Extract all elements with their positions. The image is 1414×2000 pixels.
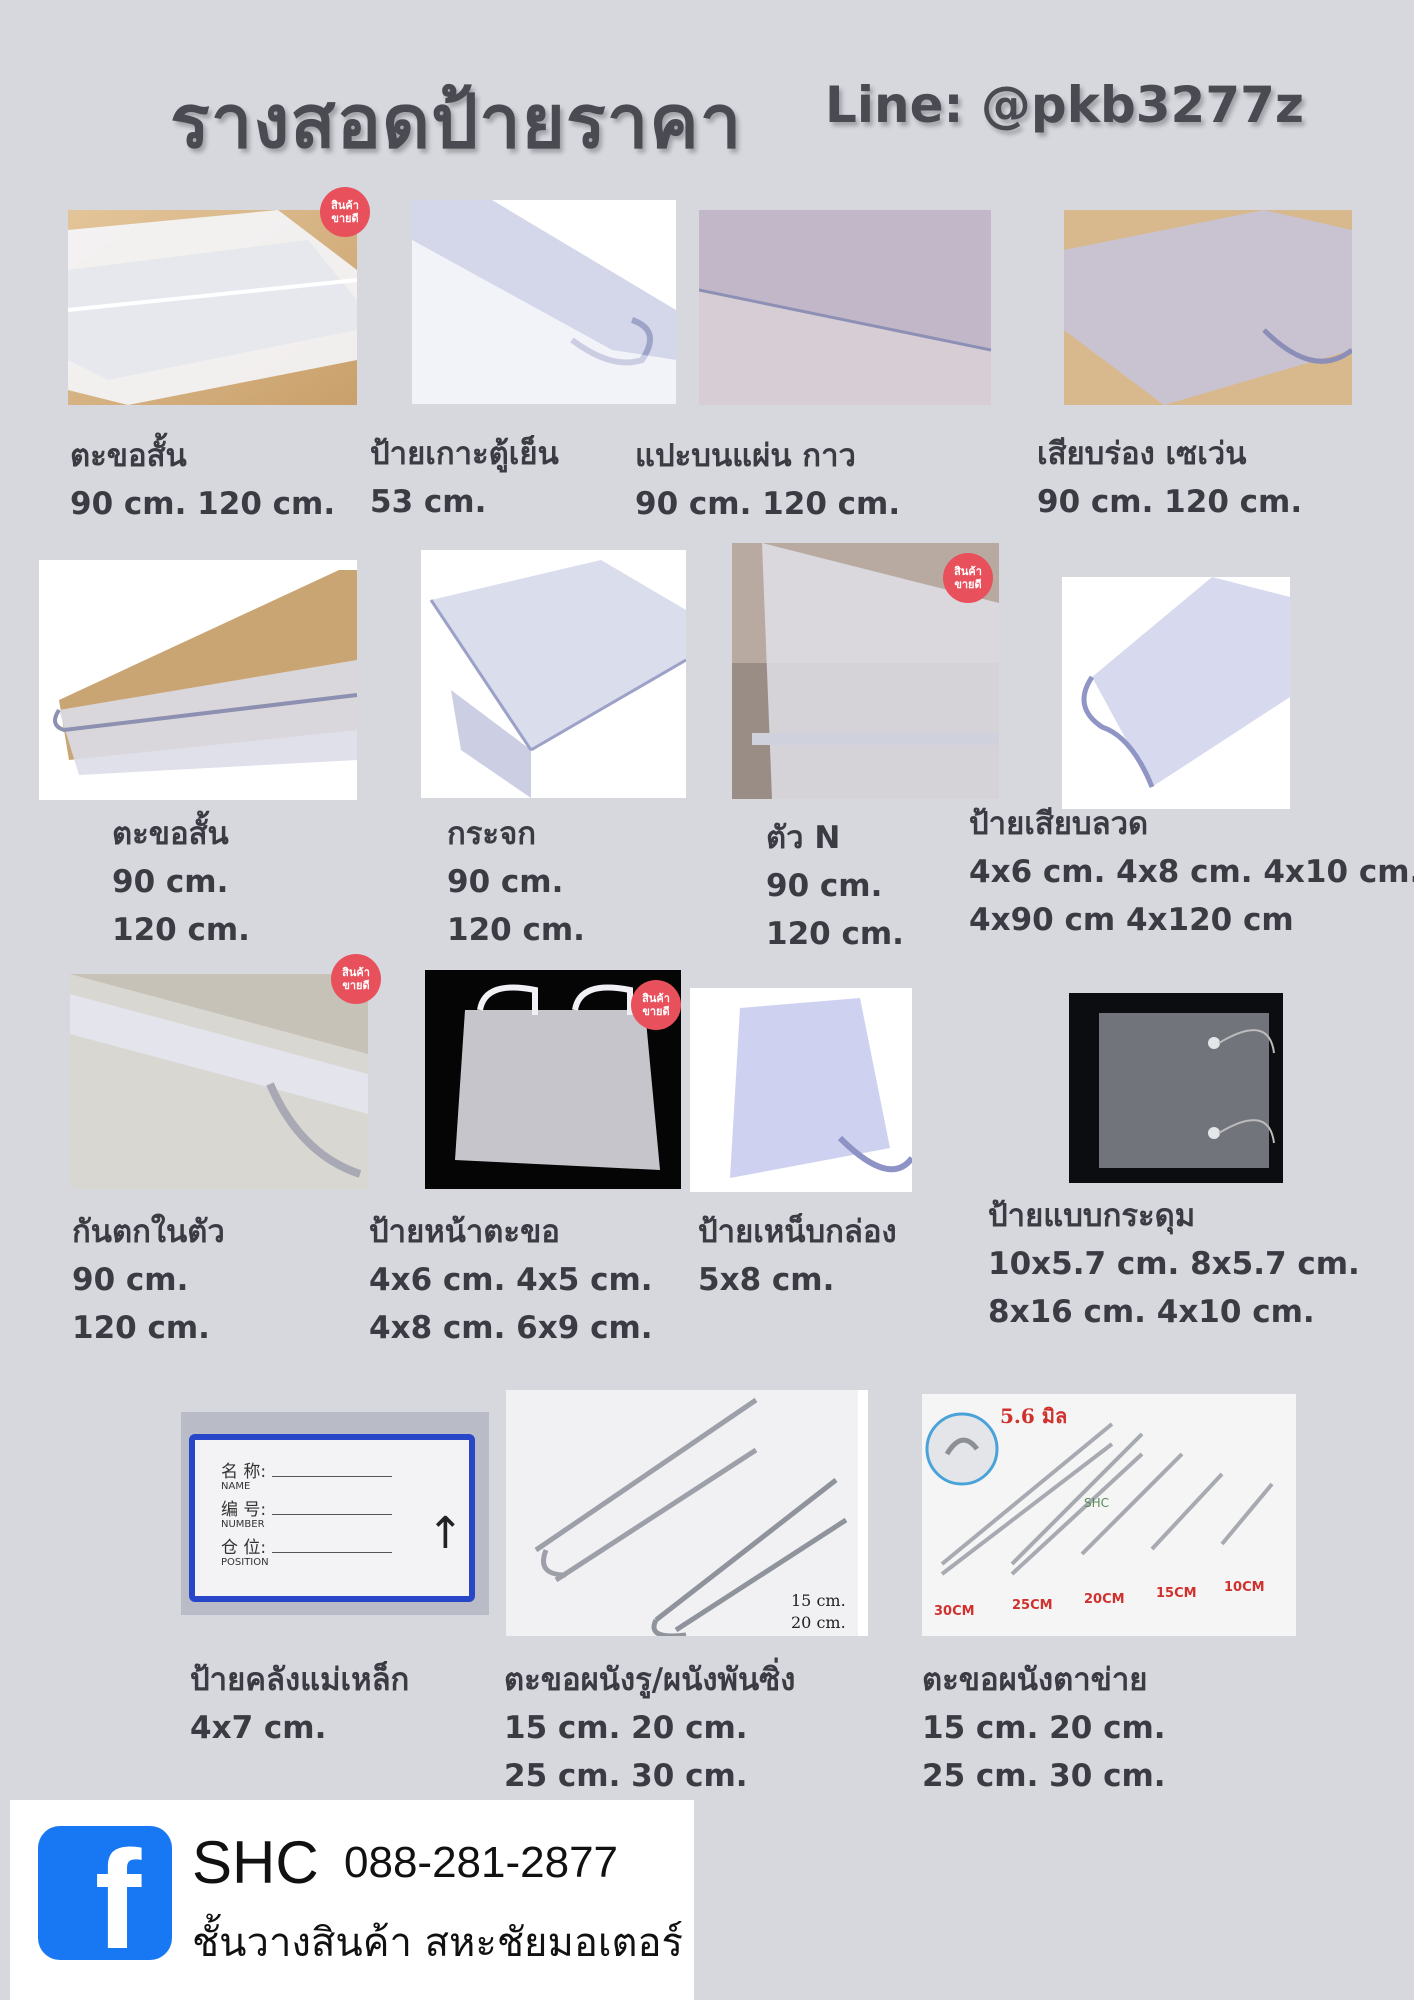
- product-photo-4: [1064, 210, 1352, 405]
- product-photo-6: [421, 550, 686, 798]
- product-photo-5: [39, 560, 357, 800]
- product-photo-8: [1062, 577, 1290, 809]
- best-seller-badge: สินค้าขายดี: [331, 954, 381, 1004]
- product-photo-9: [70, 974, 368, 1189]
- line-id: Line: @pkb3277z: [825, 76, 1305, 134]
- product-photo-13: 名 称: NAME 编 号: NUMBER 仓 位: POSITION ↑: [181, 1412, 489, 1615]
- product-photo-11: [690, 988, 912, 1192]
- brand-name: SHC: [192, 1829, 319, 1896]
- best-seller-badge: สินค้าขายดี: [943, 553, 993, 603]
- shop-name: ชั้นวางสินค้า สหะชัยมอเตอร์: [192, 1920, 684, 1966]
- product-photo-14: 15 cm.20 cm.: [506, 1390, 868, 1636]
- product-photo-2: [412, 200, 676, 404]
- facebook-icon[interactable]: f: [38, 1826, 172, 1960]
- product-photo-12: [1069, 993, 1283, 1183]
- product-photo-3: [699, 210, 991, 405]
- best-seller-badge: สินค้าขายดี: [320, 187, 370, 237]
- arrow-up-icon: ↑: [427, 1508, 464, 1559]
- best-seller-badge: สินค้าขายดี: [631, 980, 681, 1030]
- product-photo-15: 5.6 มิล SHC 30CM 25CM 20CM 15CM 10CM: [922, 1394, 1296, 1636]
- page-title: รางสอดป้ายราคา: [170, 79, 743, 165]
- product-photo-10: [425, 970, 681, 1189]
- product-photo-7: [732, 543, 999, 799]
- product-photo-1: [68, 210, 357, 405]
- phone-number[interactable]: 088-281-2877: [344, 1838, 619, 1887]
